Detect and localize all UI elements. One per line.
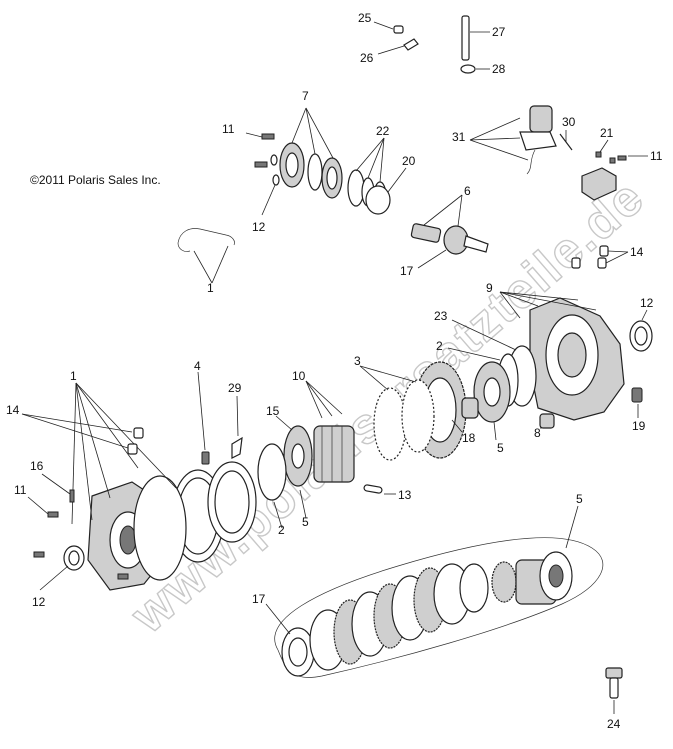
part-14-breathers-left	[21, 413, 144, 455]
callout-22: 22	[376, 124, 390, 138]
part-30-bolt	[559, 130, 573, 151]
callout-2-center: 2	[278, 523, 285, 537]
callout-6: 6	[464, 184, 471, 198]
callout-5-lower: 5	[576, 492, 583, 506]
part-29-clip	[231, 395, 243, 459]
callout-12-right: 12	[640, 296, 654, 310]
callout-14-left: 14	[6, 403, 20, 417]
part-8-plug	[539, 413, 555, 429]
part-6-input-shaft	[410, 194, 489, 255]
housing-main	[499, 291, 625, 421]
callout-27: 27	[492, 25, 506, 39]
part-5-cam-upper	[473, 361, 511, 441]
part-4-bolt	[197, 371, 210, 465]
callout-15: 15	[266, 404, 280, 418]
callout-26: 26	[360, 51, 374, 65]
part-5-cam-center	[299, 489, 307, 519]
callout-20: 20	[402, 154, 416, 168]
callout-10: 10	[292, 369, 306, 383]
callout-17-upper: 17	[400, 264, 414, 278]
callout-14-right: 14	[630, 245, 644, 259]
part-12-seal-left	[39, 545, 85, 591]
callout-1-left: 1	[70, 369, 77, 383]
callout-1-upper: 1	[207, 281, 214, 295]
part-31-actuator	[469, 105, 557, 175]
part-15-armature	[275, 415, 313, 487]
callout-7: 7	[302, 89, 309, 103]
callout-13: 13	[398, 488, 412, 502]
part-11-bolts-upper	[245, 132, 275, 168]
callout-28: 28	[492, 62, 506, 76]
callout-9: 9	[486, 281, 493, 295]
callout-25: 25	[358, 11, 372, 25]
part-17-lower-leader	[265, 603, 291, 635]
part-7-bearing-carrier	[279, 107, 343, 199]
callout-30: 30	[562, 115, 576, 129]
part-25-fitting	[373, 21, 404, 34]
callout-2-upper: 2	[436, 339, 443, 353]
part-24-bolt	[605, 667, 623, 714]
callout-12-upper: 12	[252, 220, 266, 234]
part-12-seal-right	[629, 309, 653, 352]
callout-5-center: 5	[302, 515, 309, 529]
callout-29: 29	[228, 381, 242, 395]
callout-17-lower: 17	[252, 592, 266, 606]
part-3-roller-cages	[359, 365, 435, 461]
part-11-bolt-left	[27, 496, 129, 580]
callout-8: 8	[534, 426, 541, 440]
left-cover	[87, 475, 187, 591]
part-21-bracket	[581, 139, 617, 201]
part-17-seal-upper	[417, 249, 447, 269]
callout-21: 21	[600, 126, 614, 140]
callout-31: 31	[452, 130, 466, 144]
callout-11-right: 11	[650, 149, 663, 163]
callout-23: 23	[434, 309, 448, 323]
copyright-notice: ©2011 Polaris Sales Inc.	[30, 173, 161, 187]
clutch-pack-outline	[274, 537, 604, 678]
part-27-pin	[461, 15, 490, 61]
callout-labels: 25 27 26 28 7 11 22 31 30 21 11 20 12 6 …	[6, 11, 663, 731]
callout-24: 24	[607, 717, 621, 731]
callout-11-upper: 11	[222, 122, 235, 136]
part-19-plug	[631, 387, 643, 418]
part-2-race-center	[257, 443, 287, 529]
callout-19: 19	[632, 419, 646, 433]
callout-16: 16	[30, 459, 44, 473]
part-10-rollers	[305, 380, 355, 483]
callout-18: 18	[462, 431, 476, 445]
callout-12-left: 12	[32, 595, 46, 609]
callout-11-left: 11	[14, 483, 27, 497]
part-14-breathers-right	[571, 245, 629, 269]
part-26-elbow	[377, 38, 419, 55]
part-28-clamp	[460, 64, 490, 74]
clutch-plates	[281, 551, 573, 677]
part-11-bolts-right	[617, 155, 648, 161]
callout-3: 3	[354, 354, 361, 368]
callout-4: 4	[194, 359, 201, 373]
part-13-pin	[363, 484, 396, 495]
callout-5-upper: 5	[497, 441, 504, 455]
part-12-washer-upper	[261, 154, 280, 216]
part-5-lower-leader	[565, 505, 579, 549]
part-20-snap-ring	[365, 167, 407, 215]
part-16-bolt	[41, 473, 75, 503]
part-1-vent-hose	[177, 228, 235, 284]
